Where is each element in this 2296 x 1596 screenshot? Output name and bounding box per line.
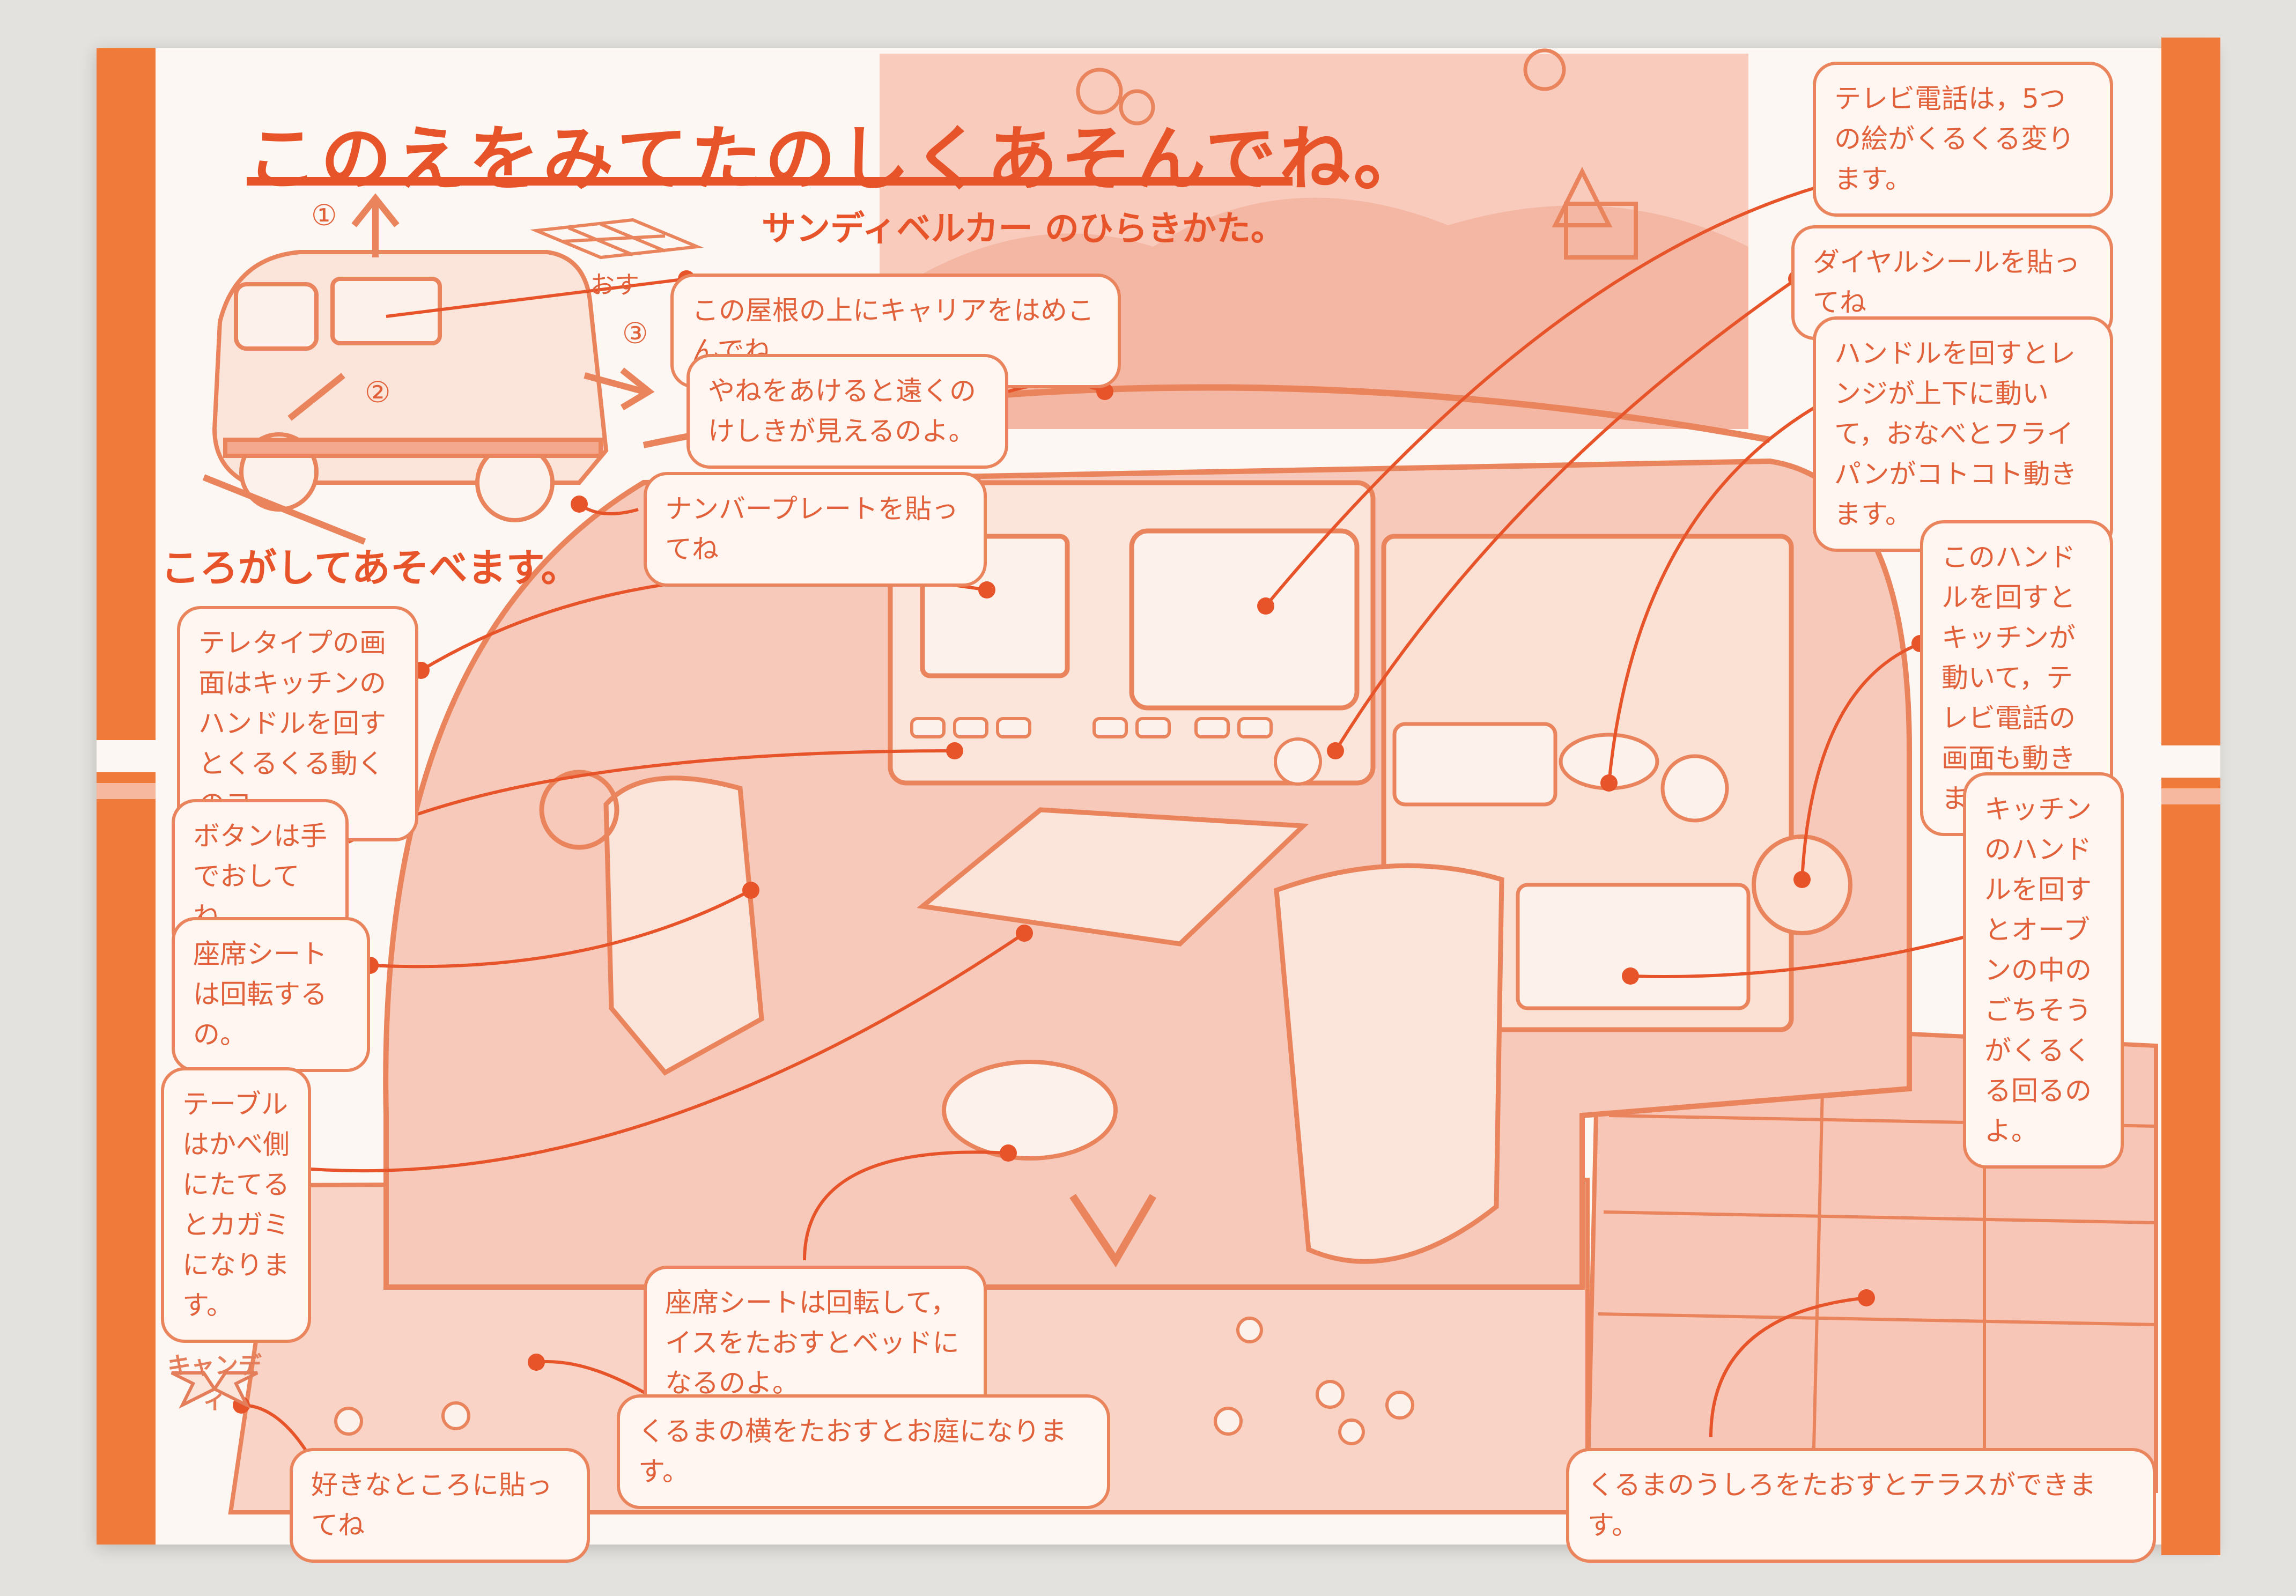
logo-ribbon-icon [171,1371,259,1409]
callout-terrace: くるまのうしろをたおすとテラスができます。 [1566,1448,2156,1563]
callout-roof-open: やねをあけると遠くのけしきが見えるのよ。 [686,354,1008,469]
tv-screen [1129,528,1360,711]
steering-wheel [539,770,619,850]
flower-decorations [334,1317,1414,1548]
left-stripe [97,740,156,772]
leader-lines [241,181,1980,1460]
callout-table-mirror: テーブルはかべ側にたてるとカガミになります。 [161,1067,311,1343]
callout-side-garden: くるまの横をたおすとお庭になります。 [617,1394,1110,1509]
oven [1516,883,1751,1010]
van-illustration [212,250,609,522]
callout-oven-handle: キッチンのハンドルを回すとオーブンの中のごちそうがくるくる回るのよ。 [1963,772,2124,1169]
callout-tv-phone: テレビ電話は，5つの絵がくるくる変ります。 [1813,62,2113,217]
page-title: このえをみてたのしくあそんでね。 [247,118,1428,201]
table [917,807,1309,947]
step-number-2: ② [365,375,391,409]
callout-range-handle: ハンドルを回すとレンジが上下に動いて，おなべとフライパンがコトコト動きます。 [1813,316,2113,552]
seat-base [942,1060,1118,1161]
step-number-3: ③ [622,316,648,350]
callout-number-plate: ナンバープレートを貼ってね [644,472,987,587]
seat-right [1274,863,1504,1264]
push-label: おす [590,270,639,299]
logo-text: キャンディ [167,1352,262,1414]
carrier-rack [530,218,704,260]
page-subtitle: サンディベルカー のひらきかた。 [762,209,1285,249]
callout-stickers: 好きなところに貼ってね [290,1448,590,1563]
roll-caption: ころがしてあそべます。 [161,545,580,590]
callout-seat-rotate: 座席シートは回転するの。 [172,917,370,1072]
seat-left [603,775,764,1076]
step-number-1: ① [311,198,337,232]
brand-logo: キャンディ [161,1325,268,1421]
